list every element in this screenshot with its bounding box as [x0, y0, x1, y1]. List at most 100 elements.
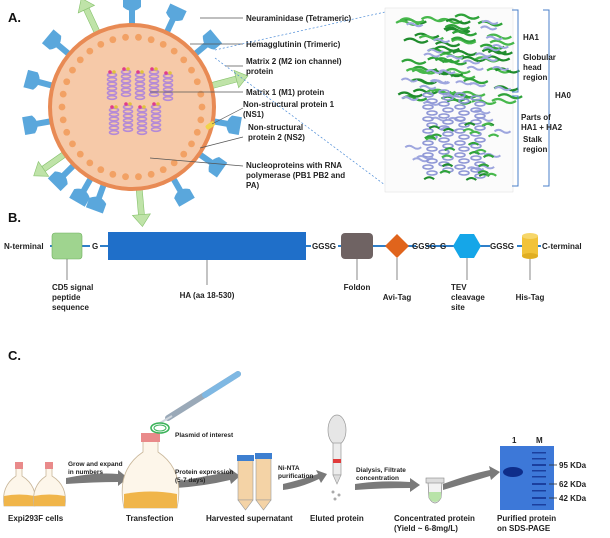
marker-95: 95 KDa	[559, 461, 587, 470]
m1-dot	[122, 173, 129, 180]
transfection-flask	[122, 433, 179, 508]
m1-dot	[69, 67, 76, 74]
marker-62: 62 KDa	[559, 480, 587, 489]
label-ns2-line2: protein 2 (NS2)	[248, 133, 305, 142]
purified-caption-1: Purified protein	[497, 514, 556, 523]
panel-b-letter: B.	[8, 210, 21, 225]
m1-dot	[63, 78, 70, 85]
label-neuraminidase: Neuraminidase (Tetrameric)	[246, 14, 352, 23]
m1-dot	[86, 159, 93, 166]
grow-label-2: in numbers	[68, 469, 103, 476]
n-terminal-label: N-terminal	[4, 242, 44, 251]
m1-dot	[135, 34, 142, 41]
label-np-line3: PA)	[246, 181, 260, 190]
m1-dot	[148, 171, 155, 178]
concentrated-caption-1: Concentrated protein	[394, 514, 475, 523]
panel-b-ticks	[67, 258, 530, 285]
m1-dot	[160, 166, 167, 173]
m1-dot	[69, 140, 76, 147]
ha-domain	[108, 232, 306, 260]
expi-flasks	[4, 462, 66, 506]
m1-dot	[180, 151, 187, 158]
label-globular1: Globular	[523, 53, 556, 62]
label-parts2: HA1 + HA2	[521, 123, 563, 132]
m1-dot	[97, 166, 104, 173]
m1-dot	[59, 104, 66, 111]
label-np-line1: Nucleoproteins with RNA	[246, 161, 342, 170]
panel-a-letter: A.	[8, 10, 21, 25]
m1-dot	[77, 56, 84, 63]
label-m2-line2: protein	[246, 67, 273, 76]
label-globular2: head	[523, 63, 542, 72]
m1-dot	[60, 116, 67, 123]
foldon-label: Foldon	[344, 283, 371, 292]
tev-label-3: site	[451, 303, 465, 312]
dialysis-label-2: concentration	[356, 475, 399, 482]
m1-dot	[109, 171, 116, 178]
plasmid-icon	[151, 423, 169, 433]
gel-lane-1: 1	[512, 436, 517, 445]
linker-ggsg1: GGSG	[312, 242, 336, 251]
label-ns1-line1: Non-structural protein 1	[243, 100, 335, 109]
concentrate-vial	[426, 478, 444, 503]
neuraminidase-spike	[130, 186, 151, 227]
label-ns2-line1: Non-structural	[248, 123, 303, 132]
linker-g1: G	[92, 242, 98, 251]
expression-label-1: Protein expression	[175, 469, 234, 476]
sds-page-gel	[500, 446, 554, 510]
grow-label-1: Grow and expand	[68, 461, 123, 468]
label-stalk2: region	[523, 145, 548, 154]
avi-label: Avi-Tag	[383, 293, 412, 302]
label-ha0: HA0	[555, 91, 572, 100]
m1-dot	[199, 104, 206, 111]
expression-label-2: (5-7 days)	[175, 477, 205, 484]
marker-42: 42 KDa	[559, 494, 587, 503]
tev-label-1: TEV	[451, 283, 467, 292]
plasmid-label: Plasmid of interest	[175, 432, 234, 439]
ni-nta-column	[328, 415, 346, 501]
label-ns1-line2: (NS1)	[243, 110, 264, 119]
tev-hexagon	[453, 234, 481, 258]
m1-dot	[97, 41, 104, 48]
m1-dot	[60, 91, 67, 98]
linker-ggsg2: GGSG	[412, 242, 436, 251]
linker-g2: G	[440, 242, 446, 251]
gel-lane-m: M	[536, 436, 543, 445]
ha-structure	[385, 8, 522, 192]
label-m2-line1: Matrix 2 (M2 ion channel)	[246, 57, 342, 66]
cd5-label-2: peptide	[52, 293, 81, 302]
label-ha1: HA1	[523, 33, 540, 42]
cells-caption: Expi293F cells	[8, 514, 64, 523]
purified-caption-2: on SDS-PAGE	[497, 524, 551, 533]
m1-dot	[194, 78, 201, 85]
virus-diagram	[22, 0, 250, 227]
m1-dot	[109, 36, 116, 43]
nta-label-1: Ni-NTA	[278, 465, 300, 472]
cd5-label-3: sequence	[52, 303, 89, 312]
m1-dot	[171, 48, 178, 55]
avi-tag-diamond	[385, 234, 409, 258]
m1-dot	[188, 140, 195, 147]
foldon-domain	[341, 233, 373, 259]
m1-dot	[180, 56, 187, 63]
m1-dot	[86, 48, 93, 55]
eluted-caption: Eluted protein	[310, 514, 364, 523]
label-hemagglutinin: Hemagglutinin (Trimeric)	[246, 40, 341, 49]
harvested-caption: Harvested supernatant	[206, 514, 293, 523]
m1-dot	[160, 41, 167, 48]
transfection-caption: Transfection	[126, 514, 174, 523]
m1-dot	[63, 129, 70, 136]
his-label: His-Tag	[516, 293, 545, 302]
m1-dot	[197, 116, 204, 123]
label-parts1: Parts of	[521, 113, 551, 122]
m1-dot	[135, 173, 142, 180]
dialysis-label-1: Dialysis, Filtrate	[356, 467, 406, 474]
m1-dot	[188, 67, 195, 74]
supernatant-tubes	[237, 453, 272, 510]
label-m1: Matrix 1 (M1) protein	[246, 88, 324, 97]
pipette	[160, 374, 238, 423]
cd5-domain	[52, 233, 82, 259]
cd5-label-1: CD5 signal	[52, 283, 93, 292]
structure-connector	[215, 12, 385, 185]
